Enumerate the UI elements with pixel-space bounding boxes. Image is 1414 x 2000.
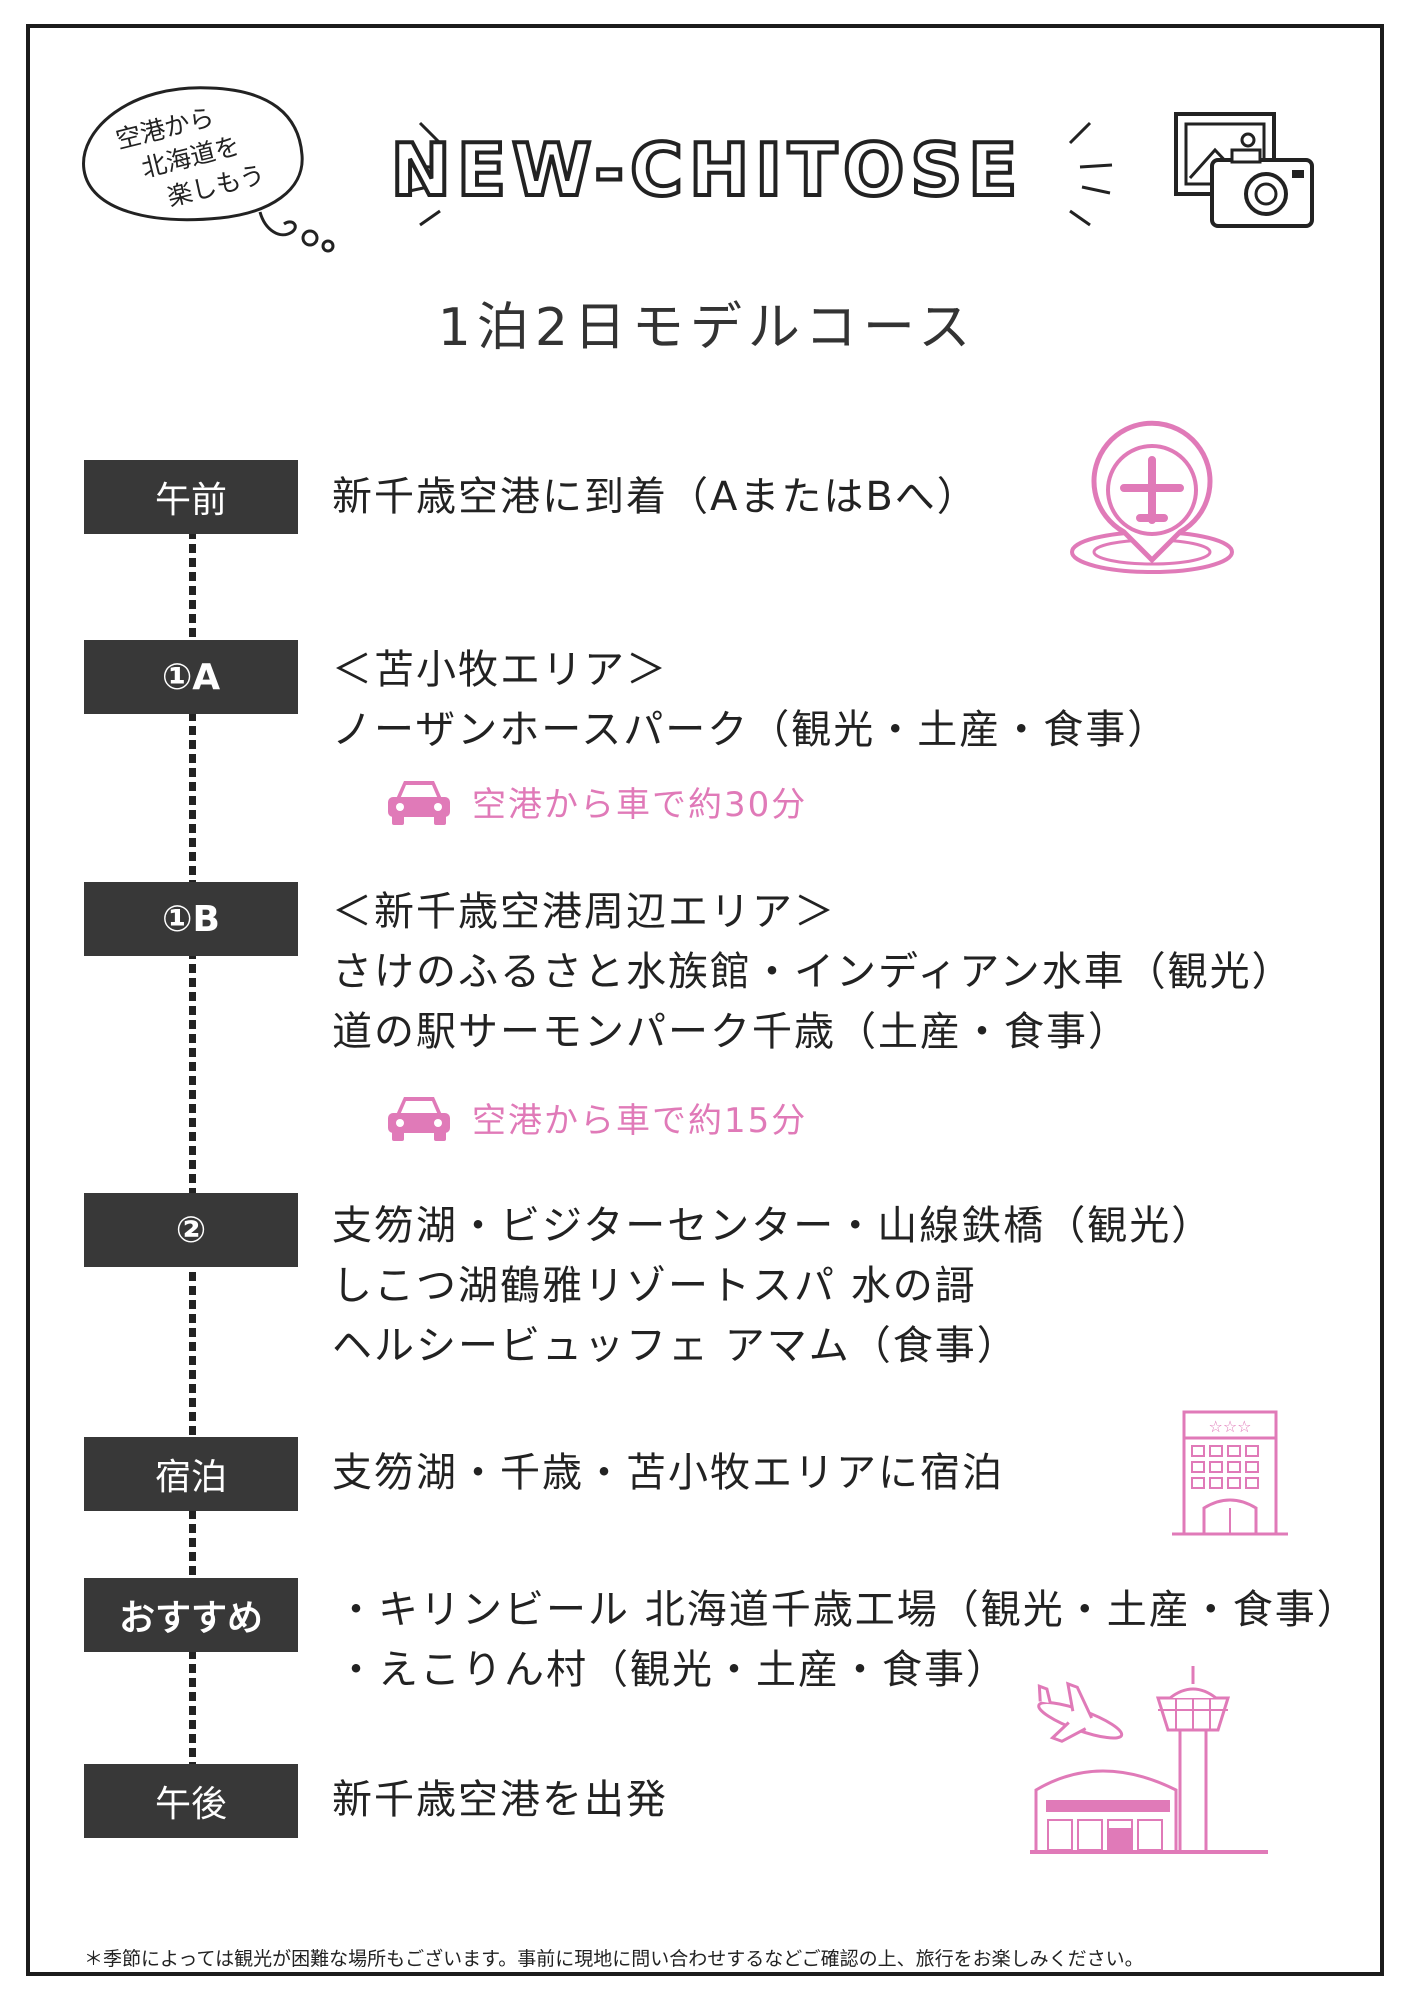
badge-stay: 宿泊: [84, 1437, 298, 1511]
sparkle-left-icon: [397, 121, 442, 227]
text-line: 支笏湖・千歳・苫小牧エリアに宿泊: [332, 1450, 1004, 1496]
footnote: ＊季節によっては観光が困難な場所もございます。事前に現地に問い合わせするなどご確…: [84, 1948, 1144, 1970]
text-line: ノーザンホースパーク（観光・土産・食事）: [332, 707, 1170, 753]
svg-text:☆☆☆: ☆☆☆: [1208, 1417, 1251, 1436]
badge-afternoon: 午後: [84, 1764, 298, 1838]
page-subtitle: 1泊2日モデルコース: [437, 298, 977, 358]
page-title: NEW-CHITOSE: [389, 126, 1024, 214]
photo-camera-icon: [1174, 112, 1314, 228]
text-afternoon: 新千歳空港を出発: [332, 1770, 668, 1830]
text-line: さけのふるさと水族館・インディアン水車（観光）: [332, 949, 1294, 995]
hotel-icon: ☆☆☆: [1172, 1410, 1288, 1536]
text-line: 支笏湖・ビジターセンター・山線鉄橋（観光）: [332, 1203, 1214, 1249]
text-1b: ＜新千歳空港周辺エリア＞ さけのふるさと水族館・インディアン水車（観光） 道の駅…: [332, 882, 1294, 1062]
text-line: しこつ湖鶴雅リゾートスパ 水の謌: [332, 1263, 977, 1309]
car-time-1a: 空港から車で約30分: [386, 772, 807, 830]
text-line: 新千歳空港に到着（AまたはBへ）: [332, 474, 979, 520]
text-line: ＜新千歳空港周辺エリア＞: [332, 889, 836, 935]
car-time-1b: 空港から車で約15分: [386, 1088, 807, 1146]
text-stay: 支笏湖・千歳・苫小牧エリアに宿泊: [332, 1443, 1004, 1503]
car-time-label: 空港から車で約30分: [472, 784, 808, 825]
text-2: 支笏湖・ビジターセンター・山線鉄橋（観光） しこつ湖鶴雅リゾートスパ 水の謌 ヘ…: [332, 1196, 1213, 1376]
text-1a: ＜苫小牧エリア＞ ノーザンホースパーク（観光・土産・食事）: [332, 640, 1169, 760]
text-line: ヘルシービュッフェ アマム（食事）: [332, 1323, 1019, 1369]
speech-bubble-icon: [82, 86, 335, 253]
badge-1a: ①A: [84, 640, 298, 714]
badge-recommend: おすすめ: [84, 1578, 298, 1652]
car-icon: [388, 781, 450, 825]
text-line: ・えこりん村（観光・土産・食事）: [336, 1647, 1008, 1693]
page-frame: [26, 24, 1384, 1976]
text-line: 道の駅サーモンパーク千歳（土産・食事）: [332, 1009, 1130, 1055]
text-line: 新千歳空港を出発: [332, 1777, 668, 1823]
airplane-location-pin-icon: [1070, 420, 1234, 574]
badge-morning: 午前: [84, 460, 298, 534]
car-icon: [388, 1097, 450, 1141]
badge-1b: ①B: [84, 882, 298, 956]
car-time-label: 空港から車で約15分: [472, 1100, 808, 1141]
text-line: ・キリンビール 北海道千歳工場（観光・土産・食事）: [336, 1587, 1359, 1633]
timeline-dotted-line: [189, 530, 196, 1780]
badge-2: ②: [84, 1193, 298, 1267]
sparkle-right-icon: [1068, 121, 1113, 227]
text-line: ＜苫小牧エリア＞: [332, 647, 668, 693]
airport-terminal-icon: [1030, 1666, 1268, 1854]
text-morning: 新千歳空港に到着（AまたはBへ）: [332, 467, 979, 527]
text-recommend: ・キリンビール 北海道千歳工場（観光・土産・食事） ・えこりん村（観光・土産・食…: [336, 1580, 1359, 1700]
